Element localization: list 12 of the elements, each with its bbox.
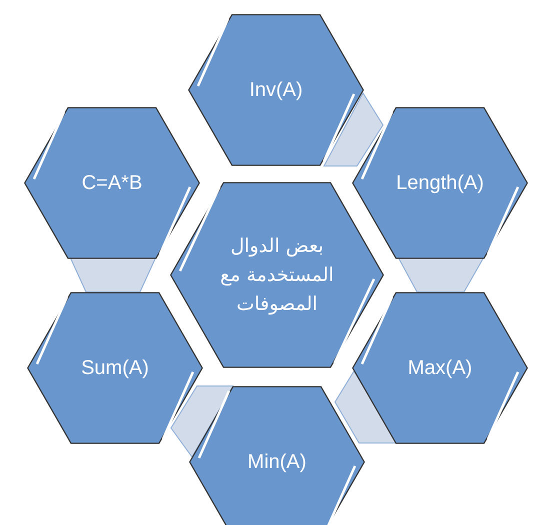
hexagon: C=A*B	[24, 107, 200, 259]
hexagon: Min(A)	[189, 386, 365, 525]
hexagon: Sum(A)	[27, 292, 203, 444]
hexagon: Max(A)	[352, 292, 528, 444]
connector-band	[397, 256, 485, 292]
hexagon: بعض الدوال المستخدمة مع المصوفات	[170, 182, 384, 368]
hexagon: Length(A)	[352, 107, 528, 259]
connector-band	[170, 386, 234, 458]
connector-band	[323, 92, 384, 166]
hexagon: Inv(A)	[188, 14, 364, 166]
connector-band	[69, 256, 157, 292]
connector-band	[334, 370, 398, 444]
